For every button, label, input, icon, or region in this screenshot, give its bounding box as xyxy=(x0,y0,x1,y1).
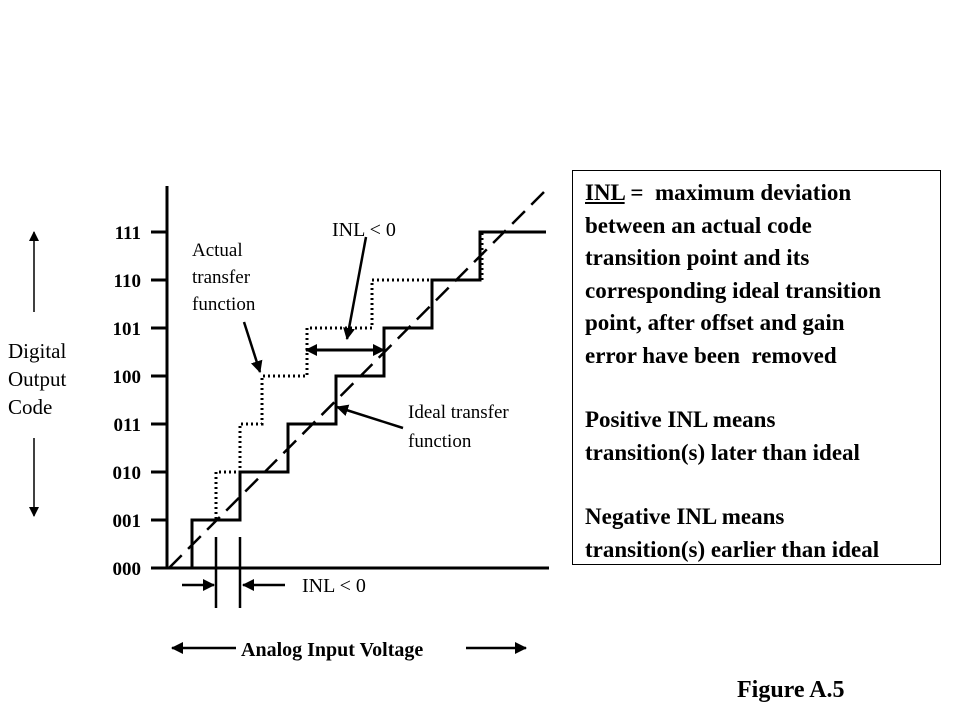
ideal-pointer-arrow xyxy=(336,404,404,430)
y-axis-label: Digital Output Code xyxy=(8,339,67,419)
definition-line-1: INL = maximum deviation xyxy=(585,177,940,210)
negative-line-2: transition(s) earlier than ideal xyxy=(585,536,880,562)
inl-term: INL xyxy=(585,180,625,205)
ideal-transfer-curve xyxy=(168,230,546,570)
y-axis-label-line-1: Digital xyxy=(8,339,66,363)
y-axis-label-line-3: Code xyxy=(8,395,52,419)
positive-line-1: Positive INL means xyxy=(585,407,776,432)
actual-transfer-label: Actual transfer function xyxy=(192,240,256,315)
spacer xyxy=(585,469,940,501)
definition-line-5: point, after offset and gain xyxy=(585,310,845,335)
definition-text: = maximum deviation xyxy=(624,180,852,205)
actual-label-line-2: transfer xyxy=(192,267,251,288)
ideal-label-line-2: function xyxy=(408,431,472,452)
definition-line-2: between an actual code xyxy=(585,212,812,238)
definition-line-6: error have been removed xyxy=(585,342,837,368)
spacer xyxy=(585,372,940,404)
definition-line-3: transition point and its xyxy=(585,245,810,270)
inl-top-label: INL < 0 xyxy=(332,219,396,241)
code-label-111: 111 xyxy=(115,223,141,244)
code-label-100: 100 xyxy=(113,367,142,388)
code-label-001: 001 xyxy=(113,511,142,532)
actual-transfer-curve xyxy=(192,232,484,522)
actual-pointer-arrow xyxy=(242,321,263,373)
code-label-010: 010 xyxy=(113,463,142,484)
definition-line-4: corresponding ideal transition xyxy=(585,277,882,303)
actual-label-line-1: Actual xyxy=(192,240,243,261)
y-tick-labels: 000 001 010 011 100 101 110 111 xyxy=(113,223,142,580)
ideal-label-line-1: Ideal transfer xyxy=(408,402,509,423)
inl-top-pointer xyxy=(343,236,368,340)
code-label-000: 000 xyxy=(113,559,142,580)
ideal-diagonal-line xyxy=(168,186,550,569)
figure-label: Figure A.5 xyxy=(737,677,845,703)
positive-line-2: transition(s) later than ideal xyxy=(585,439,860,465)
code-label-011: 011 xyxy=(114,415,141,436)
code-label-101: 101 xyxy=(113,319,142,340)
negative-line-1: Negative INL means xyxy=(585,504,785,529)
ideal-transfer-label: Ideal transfer function xyxy=(408,402,509,452)
y-axis-label-line-2: Output xyxy=(8,367,67,391)
inl-bottom-label: INL < 0 xyxy=(302,575,366,597)
y-axis-ticks xyxy=(151,230,167,522)
actual-label-line-3: function xyxy=(192,294,256,315)
inl-definition-box: INL = maximum deviation between an actua… xyxy=(572,170,941,565)
x-axis-label: Analog Input Voltage xyxy=(241,639,423,661)
code-label-110: 110 xyxy=(114,271,141,292)
